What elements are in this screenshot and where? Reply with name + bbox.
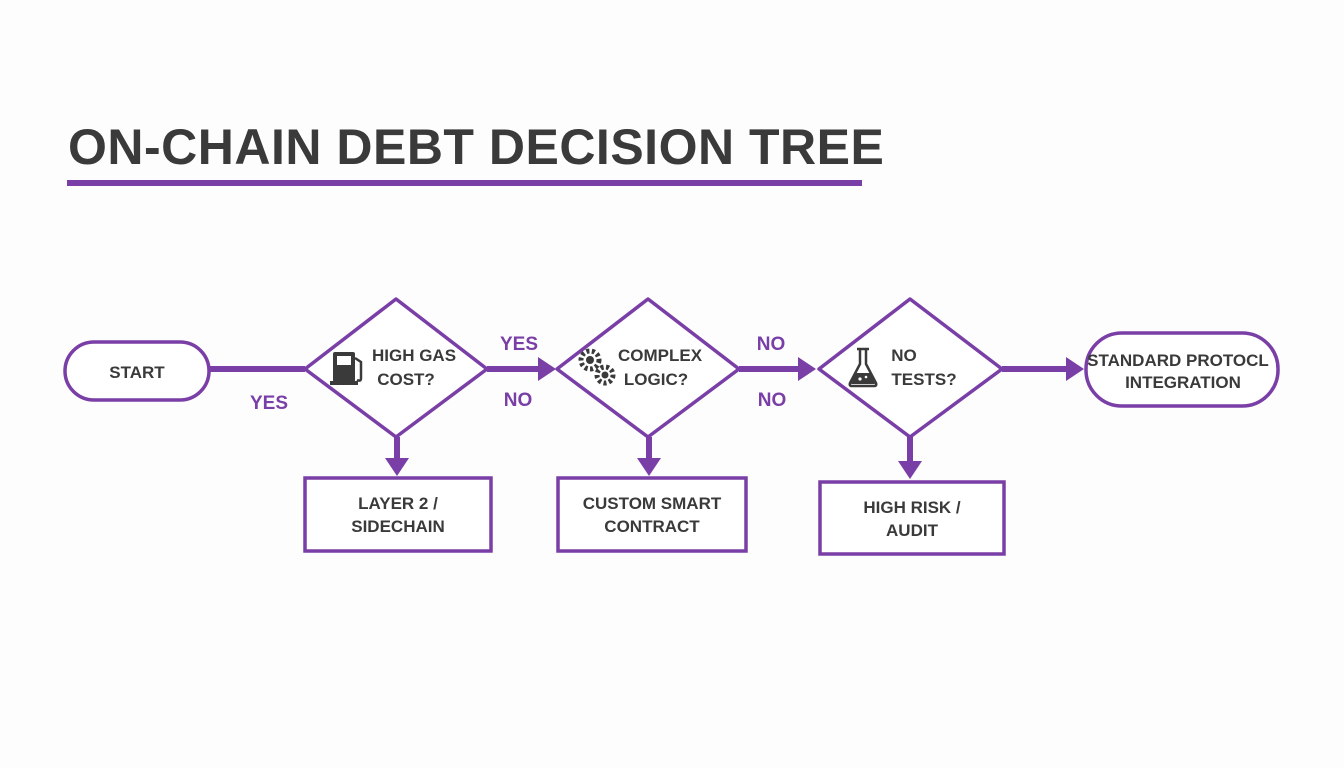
edge-label-logic-no-bottom: NO [758, 390, 787, 411]
gas-line2: COST? [377, 370, 435, 389]
tests-line1: NO [891, 346, 917, 365]
high-risk-line1: HIGH RISK / [863, 498, 961, 517]
connectors [209, 357, 1084, 479]
start-label: START [109, 363, 165, 382]
logic-line1: COMPLEX [618, 346, 703, 365]
edge-tests-to-risk-arrow [898, 461, 922, 479]
tests-line2: TESTS? [891, 370, 956, 389]
standard-line1: STANDARD PROTOCL [1087, 351, 1269, 370]
standard-node: STANDARD PROTOCL INTEGRATION [1084, 331, 1280, 408]
edge-label-gas-yes: YES [500, 334, 538, 355]
edge-tests-to-standard-arrow [1066, 357, 1084, 381]
standard-line2: INTEGRATION [1125, 373, 1241, 392]
edge-label-gas-no: NO [504, 390, 533, 411]
custom-node: CUSTOM SMART CONTRACT [556, 476, 748, 553]
layer2-node: LAYER 2 / SIDECHAIN [303, 476, 493, 553]
custom-line2: CONTRACT [604, 517, 700, 536]
fuel-pump-icon [330, 352, 363, 385]
layer2-line2: SIDECHAIN [351, 517, 445, 536]
high-risk-node: HIGH RISK / AUDIT [818, 480, 1006, 556]
edge-logic-to-custom-arrow [637, 458, 661, 476]
title-underline [67, 180, 862, 186]
gas-decision-node: HIGH GAS COST? [303, 297, 489, 439]
logic-line2: LOGIC? [624, 370, 688, 389]
custom-line1: CUSTOM SMART [583, 494, 722, 513]
edge-gas-to-logic-arrow [538, 357, 556, 381]
gas-line1: HIGH GAS [372, 346, 456, 365]
edge-label-start-yes: YES [250, 393, 288, 414]
edge-label-logic-no-top: NO [757, 334, 786, 355]
flask-icon [848, 347, 878, 388]
logic-decision-node: COMPLEX LOGIC? [555, 297, 741, 439]
gears-icon [578, 348, 616, 386]
layer2-line1: LAYER 2 / [358, 494, 438, 513]
edge-gas-to-layer2-arrow [385, 458, 409, 476]
edge-logic-to-tests-arrow [798, 357, 816, 381]
page-title: ON-CHAIN DEBT DECISION TREE [68, 119, 885, 175]
tests-decision-node: NO TESTS? [817, 297, 1004, 439]
high-risk-line2: AUDIT [886, 521, 939, 540]
start-node: START [63, 340, 211, 402]
